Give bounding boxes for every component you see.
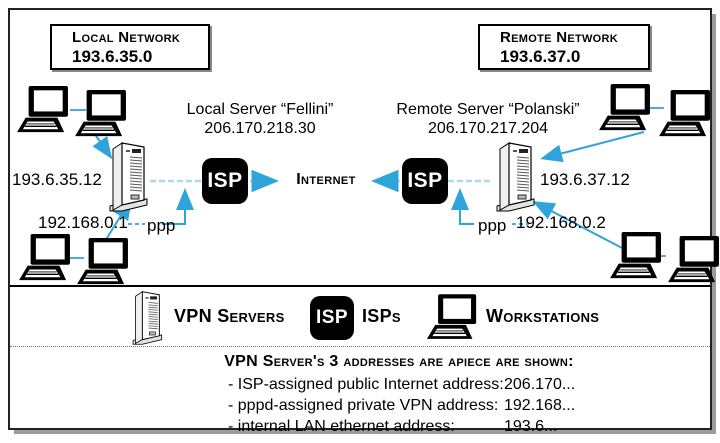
workstation-icon xyxy=(76,238,130,286)
address-info-title: VPN Server's 3 addresses are apiece are … xyxy=(224,353,574,370)
network-diagram-section: Local Network 193.6.35.0 Remote Network … xyxy=(10,10,710,285)
address-info-section: VPN Server's 3 addresses are apiece are … xyxy=(10,348,710,435)
address-item-value: 206.170... xyxy=(504,376,576,393)
remote-network-box: Remote Network 193.6.37.0 xyxy=(478,24,650,70)
legend-workstations-label: Workstations xyxy=(486,306,600,326)
remote-server-vpn-ip: 192.168.0.2 xyxy=(516,213,606,232)
local-server-public-ip: 206.170.218.30 xyxy=(204,120,316,137)
local-network-box: Local Network 193.6.35.0 xyxy=(50,24,210,70)
local-network-subnet: 193.6.35.0 xyxy=(72,47,153,66)
local-server-label: Local Server “Fellini” 206.170.218.30 xyxy=(138,100,382,138)
workstation-icon xyxy=(18,234,72,282)
remote-vpn-server-icon xyxy=(493,140,537,214)
workstation-icon xyxy=(598,84,652,132)
local-ppp-label: ppp xyxy=(147,216,176,235)
local-server-vpn-ip: 192.168.0.1 xyxy=(38,213,128,232)
isp-left-badge: ISP xyxy=(202,158,248,204)
remote-server-name: Remote Server “Polanski” xyxy=(396,101,580,118)
remote-ppp-label: ppp xyxy=(478,216,507,235)
address-item-label: - pppd-assigned private VPN address: xyxy=(228,397,499,414)
isp-legend-icon: ISP xyxy=(310,296,354,340)
workstation-icon xyxy=(667,236,720,284)
internet-label: Internet xyxy=(296,171,356,188)
remote-network-subnet: 193.6.37.0 xyxy=(500,47,581,66)
local-server-lan-ip: 193.6.35.12 xyxy=(12,170,102,189)
workstation-icon xyxy=(74,90,128,138)
remote-server-label: Remote Server “Polanski” 206.170.217.204 xyxy=(366,100,610,138)
address-item-value: 193.6... xyxy=(504,418,558,435)
vpn-server-legend-icon xyxy=(130,289,164,347)
workstation-icon xyxy=(609,232,663,280)
legend-vpn-servers-label: VPN Servers xyxy=(174,306,285,326)
workstation-icon xyxy=(16,86,70,134)
address-item-label: - internal LAN ethernet address: xyxy=(228,418,455,435)
remote-server-lan-ip: 193.6.37.12 xyxy=(540,170,630,189)
address-info-list: - ISP-assigned public Internet address: … xyxy=(228,374,710,437)
local-network-title: Local Network xyxy=(72,29,181,46)
address-item-label: - ISP-assigned public Internet address: xyxy=(228,376,504,393)
local-vpn-server-icon xyxy=(106,140,150,214)
isp-right-badge: ISP xyxy=(402,158,448,204)
diagram-frame: Local Network 193.6.35.0 Remote Network … xyxy=(8,8,712,435)
legend-section: VPN Servers ISP ISPs Workstations xyxy=(10,285,710,347)
workstation-legend-icon xyxy=(426,294,478,341)
local-server-name: Local Server “Fellini” xyxy=(186,101,334,118)
legend-isps-label: ISPs xyxy=(362,306,401,326)
address-item-value: 192.168... xyxy=(504,397,576,414)
remote-network-title: Remote Network xyxy=(500,29,619,46)
workstation-icon xyxy=(658,90,712,138)
remote-server-public-ip: 206.170.217.204 xyxy=(427,120,549,137)
